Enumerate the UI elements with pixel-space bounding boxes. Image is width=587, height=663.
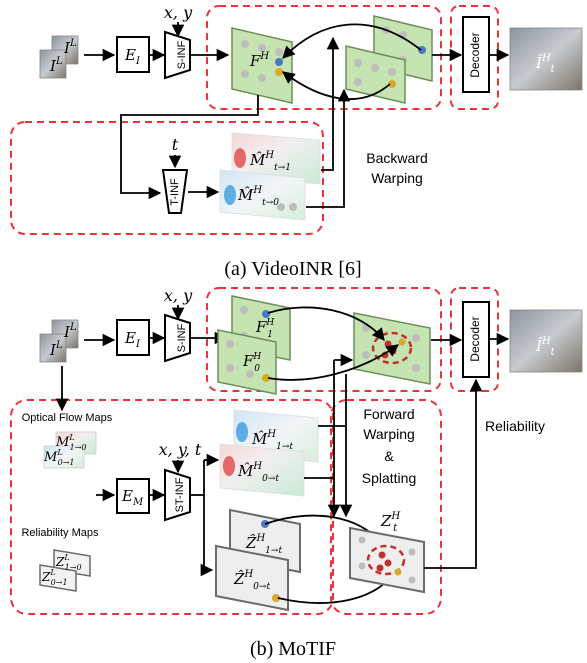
encoder-label-b: EI: [124, 329, 141, 350]
splat-label-1: Forward: [363, 406, 414, 422]
input-top-label-b: IL: [63, 322, 77, 341]
output-frame-b: [509, 309, 583, 373]
decoder-box: [462, 16, 490, 93]
coords-t-label: x, y, t: [159, 440, 202, 459]
s-inf-label-b: S-INF: [176, 323, 188, 352]
output-label: ÎHt: [535, 53, 556, 75]
motion-maps-b: M̂H1→t M̂H0→t: [219, 409, 319, 497]
motion-group-box: [10, 399, 334, 615]
caption-a: (a) VideoINR [6]: [224, 258, 361, 280]
input-frame-0: [39, 49, 67, 79]
splat-label-3: &: [384, 448, 394, 464]
panel-a: IL IL EI S-INF x, y FH: [10, 3, 583, 280]
feature-label: FH: [249, 51, 269, 70]
warp-label-2: Warping: [371, 170, 423, 186]
splat-label-2: Warping: [363, 426, 415, 442]
input-top-label: IL: [63, 38, 77, 57]
decoder-label: Decoder: [468, 32, 482, 77]
flow-title: Optical Flow Maps: [22, 412, 113, 424]
rel-out-0-label: ẐH0→t: [233, 569, 270, 592]
s-inf-block-b: [164, 313, 191, 363]
motion-0-label-b: M̂H0→t: [237, 461, 279, 484]
motion-0-label: M̂Ht→0: [237, 185, 279, 208]
motion-encoder-label: EM: [121, 487, 144, 508]
st-inf-block: [164, 468, 191, 522]
reliability-out-maps: ẐH1→t ẐH0→t: [215, 508, 301, 612]
input-bot-label-b: IL: [49, 340, 63, 359]
feature-map: FH: [231, 27, 293, 104]
query-point-blue: [275, 58, 283, 66]
s-inf-label: S-INF: [176, 40, 188, 69]
reliability-label: Reliability: [485, 418, 545, 434]
warped-feature-maps: [345, 15, 433, 104]
input-frames-b: IL IL: [39, 319, 79, 363]
output-label-b: ÎHt: [535, 336, 556, 358]
caption-b: (b) MoTIF: [250, 638, 336, 660]
feature-group-box: [206, 5, 442, 110]
t-inf-block: [161, 169, 189, 214]
output-frame: [509, 27, 583, 91]
time-label: t: [172, 135, 179, 154]
motion-encoder-box: [116, 478, 150, 514]
warp-label-1: Backward: [366, 150, 427, 166]
s-inf-block: [164, 30, 191, 80]
encoder-box: [116, 36, 150, 73]
input-bot-label: IL: [49, 56, 63, 75]
st-inf-label: ST-INF: [174, 477, 186, 512]
motion-1-label-b: M̂H1→t: [251, 429, 293, 452]
motion-1-label: M̂Ht→1: [249, 150, 291, 173]
temporal-group-box: [10, 121, 324, 235]
encoder-label: EI: [124, 46, 141, 67]
query-point-yellow: [275, 68, 283, 76]
rel-out-1-label: ẐH1→t: [245, 533, 282, 556]
splat-group-box: [330, 399, 442, 615]
coords-label: x, y: [164, 3, 193, 22]
t-inf-label: T-INF: [169, 178, 181, 206]
decoder-label-b: Decoder: [468, 316, 482, 361]
input-frames: IL IL: [39, 35, 79, 79]
coords-label-b: x, y: [164, 286, 193, 305]
splat-label-4: Splatting: [362, 470, 416, 486]
reliability-maps-title: Reliability Maps: [21, 527, 99, 539]
motion-maps: M̂Ht→1 M̂Ht→0: [219, 132, 321, 221]
